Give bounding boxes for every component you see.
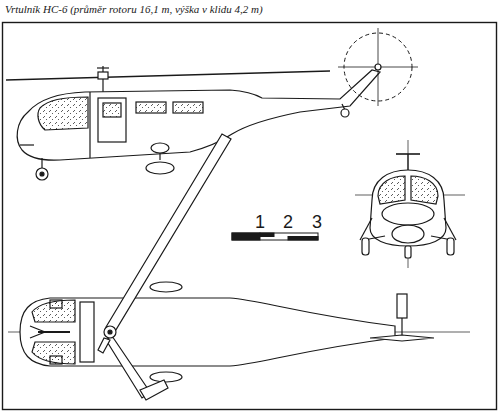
top-view — [8, 134, 470, 400]
scale-bar — [232, 233, 318, 240]
scale-number: 1 — [255, 212, 265, 233]
caption: Vrtulník HC-6 (průměr rotoru 16,1 m, výš… — [5, 3, 263, 15]
front-view — [355, 140, 465, 268]
scale-number: 2 — [283, 212, 293, 233]
scale-number: 3 — [312, 212, 322, 233]
